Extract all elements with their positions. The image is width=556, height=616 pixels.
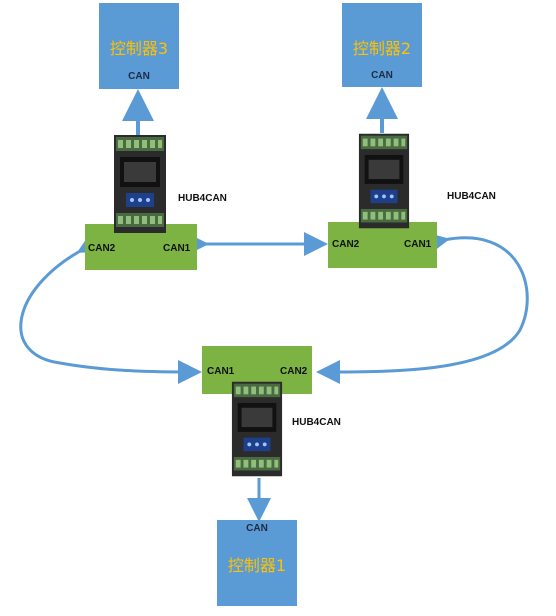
hub-bottom-port-can1: CAN1 [207,366,235,377]
controller-2-name: 控制器2 [352,39,412,58]
controller-1-port: CAN [246,523,268,534]
controller-3-port: CAN [128,71,150,82]
hub-bottom-device-image [231,381,283,477]
hub-left-device-image [114,135,166,233]
hub-left-port-can2: CAN2 [88,243,116,254]
hub-right-box [328,222,437,268]
controller-2-port: CAN [371,70,393,81]
arrow-left-can2-to-bottom-can1 [19,230,202,384]
hub-left-port-can1: CAN1 [163,243,191,254]
controller-2: 控制器2 CAN [342,3,422,87]
controller-1-name: 控制器1 [227,556,287,575]
hub-right-port-can1: CAN1 [404,239,432,250]
controller-3: 控制器3 CAN [99,3,179,89]
hub-right-port-can2: CAN2 [332,239,360,250]
hub-right-label: HUB4CAN [447,191,496,202]
hub-left-label: HUB4CAN [178,193,227,204]
hub-bottom-label: HUB4CAN [292,417,341,428]
arrow-right-can1-to-bottom-can2 [316,231,529,384]
controller-1: CAN 控制器1 [217,520,297,606]
controller-3-name: 控制器3 [109,39,169,58]
hub-right-device-image [358,133,410,229]
hub-bottom-port-can2: CAN2 [280,366,308,377]
